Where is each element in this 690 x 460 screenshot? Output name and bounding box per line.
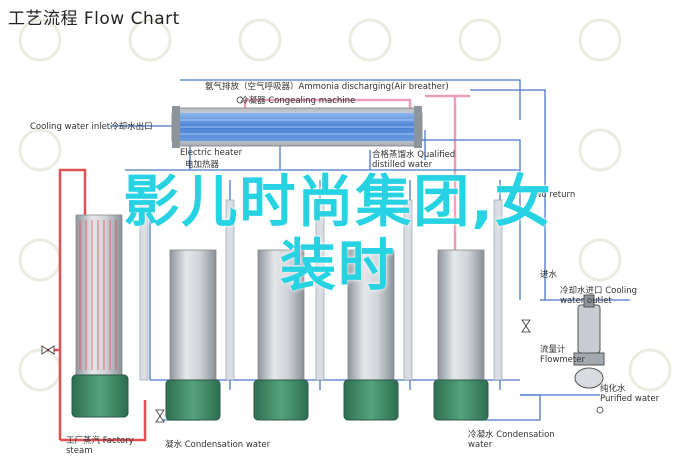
valves [41,96,604,423]
condensation-water-mid-label: 凝水 Condensation water [165,440,271,450]
flowmeter-label: 流量计 Flowmeter [540,345,585,365]
steam-generator [71,214,129,418]
congealing-machine-label: 冷凝器 Congealing machine [240,96,356,106]
condensation-water-right-label: 冷凝水 Condensation water [468,430,555,450]
purified-water-label: 纯化水 Purified water [600,384,660,404]
electric-heater-label: Electric heater [180,148,243,158]
no-return-label: No return [535,190,576,200]
feed-water-label: 进水 [540,270,558,280]
electric-heater-cn-label: 电加热器 [185,160,220,170]
feed-pump [520,294,605,396]
cooling-water-outlet-label: 冷却水进口 Cooling water outlet [560,286,638,306]
qualified-water-label: 合格蒸馏水 Qualified distilled water [372,150,456,170]
factory-steam-label: 工厂蒸汽 Factory steam [66,436,134,456]
ammonia-discharge-label: 氨气排放（空气呼吸器）Ammonia discharging(Air breat… [205,82,449,92]
cooling-water-inlet-label: Cooling water inlet冷却水出口 [30,122,153,132]
overlay-caption-line1: 影儿时尚集团,女 [123,170,553,235]
evaporation-columns [139,199,503,421]
condenser-unit [171,106,423,148]
page-title: 工艺流程 Flow Chart [8,9,180,29]
overlay-caption-line2: 装时 [280,234,396,299]
